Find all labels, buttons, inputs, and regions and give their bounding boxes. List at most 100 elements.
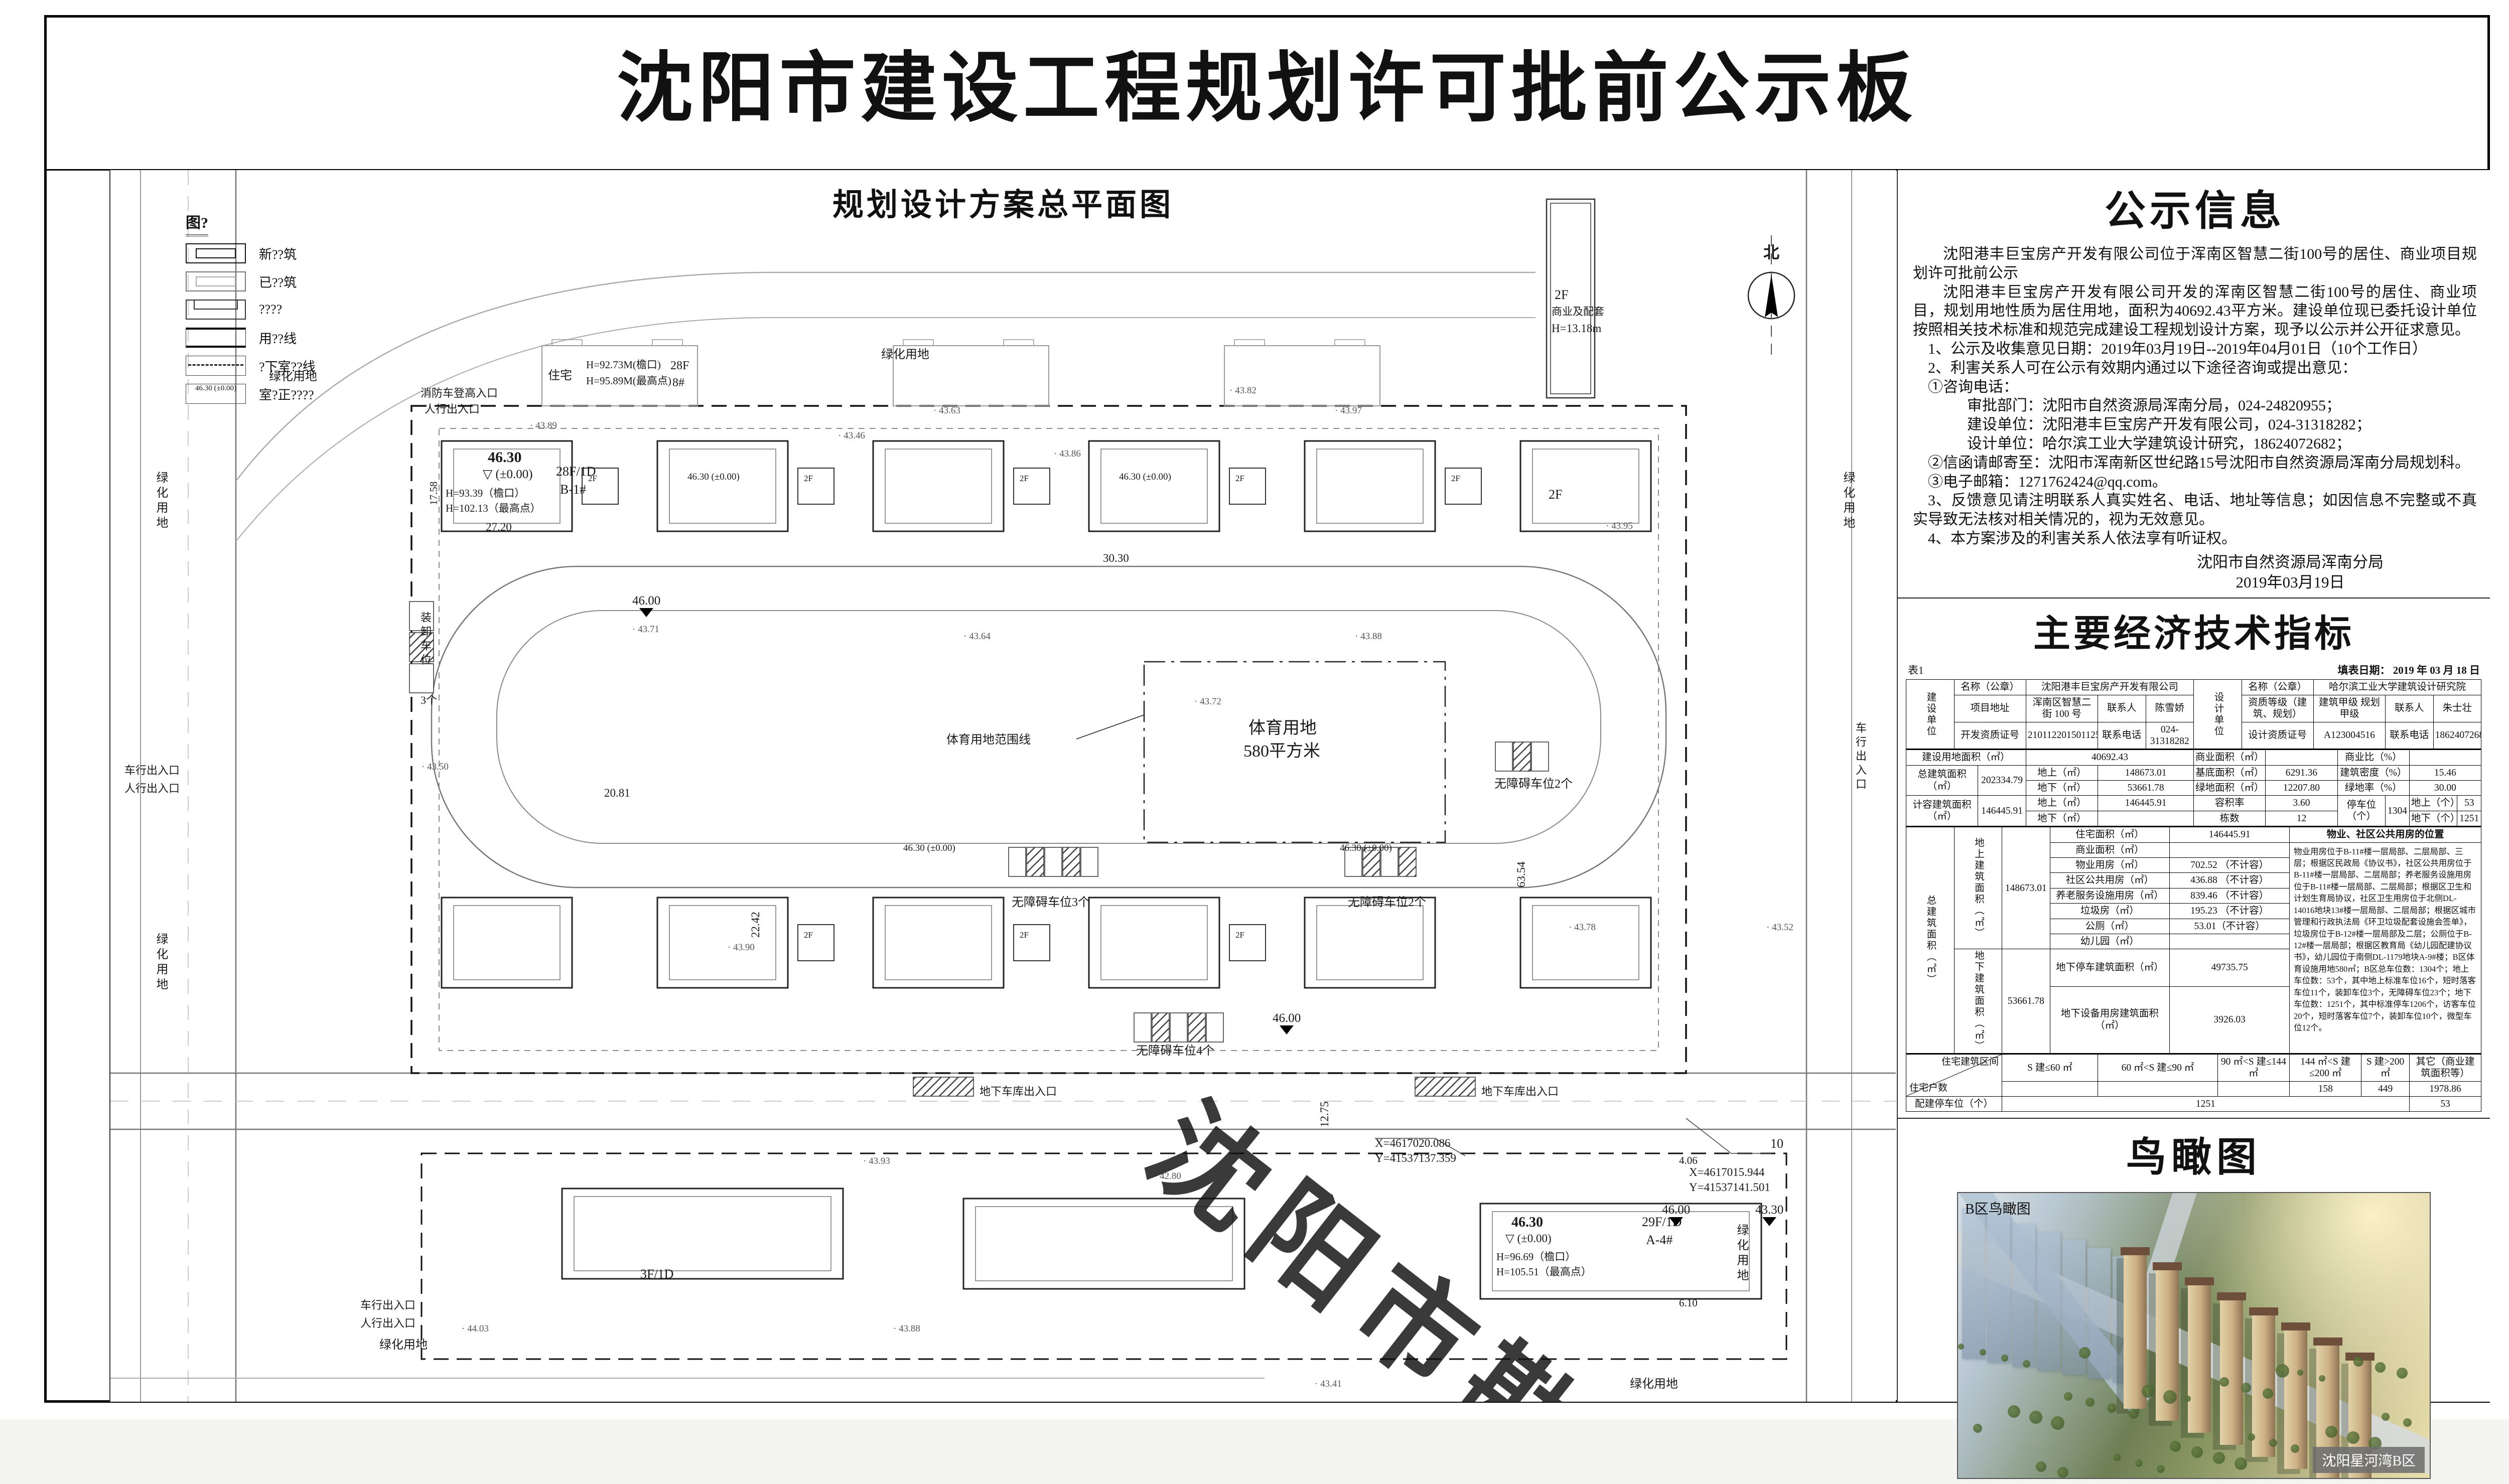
notice-paragraph: 建设单位：沈阳港丰巨宝房产开发有限公司，024-31318282；: [1967, 416, 2371, 433]
tree-dot: [2276, 1364, 2289, 1378]
plan-annotation: 43.30: [1755, 1204, 1783, 1226]
tree-dot: [2107, 1403, 2117, 1413]
plan-annotation: 2F: [1451, 474, 1460, 483]
note-cell: 物业用房位于B-11#楼一层局部、二层局部、三层；根据区民政局《协议书》，社区公…: [2289, 842, 2482, 1054]
tree-dot: [2064, 1392, 2072, 1401]
tree-dot: [2397, 1368, 2408, 1379]
plan-title: 规划设计方案总平面图: [832, 188, 1174, 222]
plan-annotation: 28F: [670, 359, 689, 372]
notice-title: 公示信息: [2104, 188, 2285, 234]
plan-annotation: H=95.89M(最高点): [586, 375, 671, 387]
plan-annotation: 4.06: [1679, 1154, 1698, 1166]
plan-annotation: 43.93: [863, 1156, 890, 1166]
notice-paragraph: 沈阳港丰巨宝房产开发有限公司开发的浑南区智慧二街100号的居住、商业项目，规划用…: [1913, 283, 2477, 339]
plan-annotation: A-4#: [1646, 1233, 1673, 1247]
info-column: 公示信息 沈阳港丰巨宝房产开发有限公司位于浑南区智慧二街100号的居住、商业项目…: [1897, 170, 2490, 1479]
tree-dot: [2241, 1383, 2251, 1393]
plan-annotation: 43.50: [422, 762, 449, 772]
plan-annotation: 2F: [1235, 930, 1244, 940]
tree-dot: [2001, 1355, 2008, 1362]
notice-signature: 沈阳市自然资源局浑南分局 2019年03月19日: [1913, 552, 2477, 593]
render-shape: [1987, 1216, 2010, 1363]
plan-annotation: 43.86: [1054, 449, 1081, 459]
tree-dot: [2023, 1360, 2030, 1368]
plan-annotation: 46.00: [1273, 1012, 1301, 1034]
notice-sign-date: 2019年03月19日: [2236, 573, 2345, 591]
plan-annotation: 商业及配套: [1552, 306, 1604, 318]
plan-annotation: 2F: [1549, 487, 1563, 502]
plan-annotation: 43.71: [632, 625, 659, 634]
plan-annotation: 绿化用地: [154, 471, 167, 531]
plan-annotation: 人行出入口: [124, 782, 180, 795]
plan-annotation: 43.72: [1194, 697, 1221, 706]
aerial-section: 鸟瞰图 B区鸟瞰图 沈阳星河湾B区: [1898, 1119, 2490, 1484]
render-shape: [2217, 1292, 2246, 1301]
tree-dot: [2297, 1370, 2303, 1376]
tree-dot: [2185, 1396, 2191, 1402]
tree-dot: [2269, 1439, 2277, 1447]
plan-annotation: 12.75: [1318, 1101, 1331, 1127]
plan-annotation: 20.81: [604, 787, 630, 799]
cell-dev-unit: 建设单位: [1906, 679, 1955, 750]
plan-annotation: 43.88: [893, 1324, 920, 1333]
plan-annotation: 43.88: [1355, 632, 1382, 641]
plan-annotation: 2F: [804, 930, 813, 940]
plan-annotation: 2F: [804, 474, 813, 483]
plan-annotation: B-1#: [560, 482, 586, 497]
legend-label: 新??筑: [259, 247, 297, 262]
legend-symbol: [186, 356, 246, 376]
section-divider-2: [1898, 1118, 2490, 1119]
cell-total-area: 总建筑面积（㎡）: [1906, 826, 1955, 1054]
fill-date: 填表日期： 2019 年 03 月 18 日: [2337, 664, 2480, 677]
plan-annotation: H=96.69（檐口）: [1496, 1251, 1576, 1263]
plan-left-border: [109, 169, 110, 1402]
notice-paragraph: 设计单位：哈尔滨工业大学建筑设计研究，18624072682；: [1967, 435, 2351, 452]
tree-dot: [2235, 1457, 2247, 1470]
indicators-table: 建设单位 名称（公章） 沈阳港丰巨宝房产开发有限公司 设计单位 名称（公章） 哈…: [1905, 679, 2482, 1112]
diagonal-header-cell: 住宅建筑区间 住宅户数: [1906, 1053, 2002, 1097]
plan-annotation: 580平方米: [1243, 742, 1320, 761]
plan-annotation: 46.30 (±0.00): [903, 843, 955, 853]
plan-annotation: 2F: [1235, 474, 1244, 483]
plan-annotation: 2F: [1020, 930, 1029, 940]
tree-dot: [2382, 1413, 2390, 1421]
plan-annotation: 无障碍车位2个: [1494, 778, 1573, 791]
plan-annotation: 车行出入口: [124, 764, 180, 777]
legend-item: 已??筑: [186, 271, 401, 291]
indicators-title: 主要经济技术指标: [2033, 614, 2354, 655]
plan-annotation: 北: [1763, 243, 1780, 261]
plan-annotation: 46.00: [632, 595, 660, 617]
tree-dot: [2142, 1385, 2155, 1398]
tree-dot: [2403, 1418, 2412, 1427]
render-shape: [1962, 1208, 1985, 1359]
tree-dot: [2129, 1409, 2139, 1419]
plan-annotation: Y=41537141.501: [1689, 1181, 1770, 1194]
indicators-section: 主要经济技术指标 表1 填表日期： 2019 年 03 月 18 日 建设单位 …: [1898, 599, 2490, 1118]
legend-label: 已??筑: [259, 275, 297, 290]
plan-annotation: 3个: [421, 694, 438, 706]
plan-annotation: 43.89: [530, 421, 557, 430]
plan-annotation: 46.00: [1662, 1204, 1690, 1226]
plan-annotation: 43.41: [1315, 1379, 1342, 1389]
render-shape: [2220, 1298, 2243, 1445]
plan-annotation: 63.54: [1515, 861, 1527, 887]
plan-annotation: 43.97: [1335, 406, 1362, 415]
plan-annotation: 绿化用地: [1735, 1224, 1748, 1284]
aerial-badge: 沈阳星河湾B区: [2313, 1447, 2425, 1473]
plan-annotation: 28F/1D: [556, 464, 596, 479]
legend-item: 新??筑: [186, 243, 401, 263]
plan-annotation: X=4617015.944: [1689, 1166, 1765, 1178]
notice-paragraph: 2、利害关系人可在公示有效期内通过以下途径咨询或提出意见：: [1928, 359, 2357, 376]
plan-annotation: 人行出入口: [360, 1317, 416, 1329]
render-shape: [2087, 1248, 2111, 1379]
plan-annotation: 绿化用地: [881, 348, 929, 361]
tree-dot: [2263, 1388, 2273, 1399]
plan-annotation: 46.30 (±0.00): [687, 472, 740, 482]
page-title: 沈阳市建设工程规划许可批前公示板: [617, 47, 1917, 131]
notice-paragraph: 沈阳港丰巨宝房产开发有限公司位于浑南区智慧二街100号的居住、商业项目规划许可批…: [1913, 246, 2477, 281]
plan-annotation: 43.78: [1569, 923, 1596, 932]
plan-annotation: 46.30 (±0.00): [1340, 843, 1392, 853]
tree-dot: [2085, 1398, 2095, 1407]
